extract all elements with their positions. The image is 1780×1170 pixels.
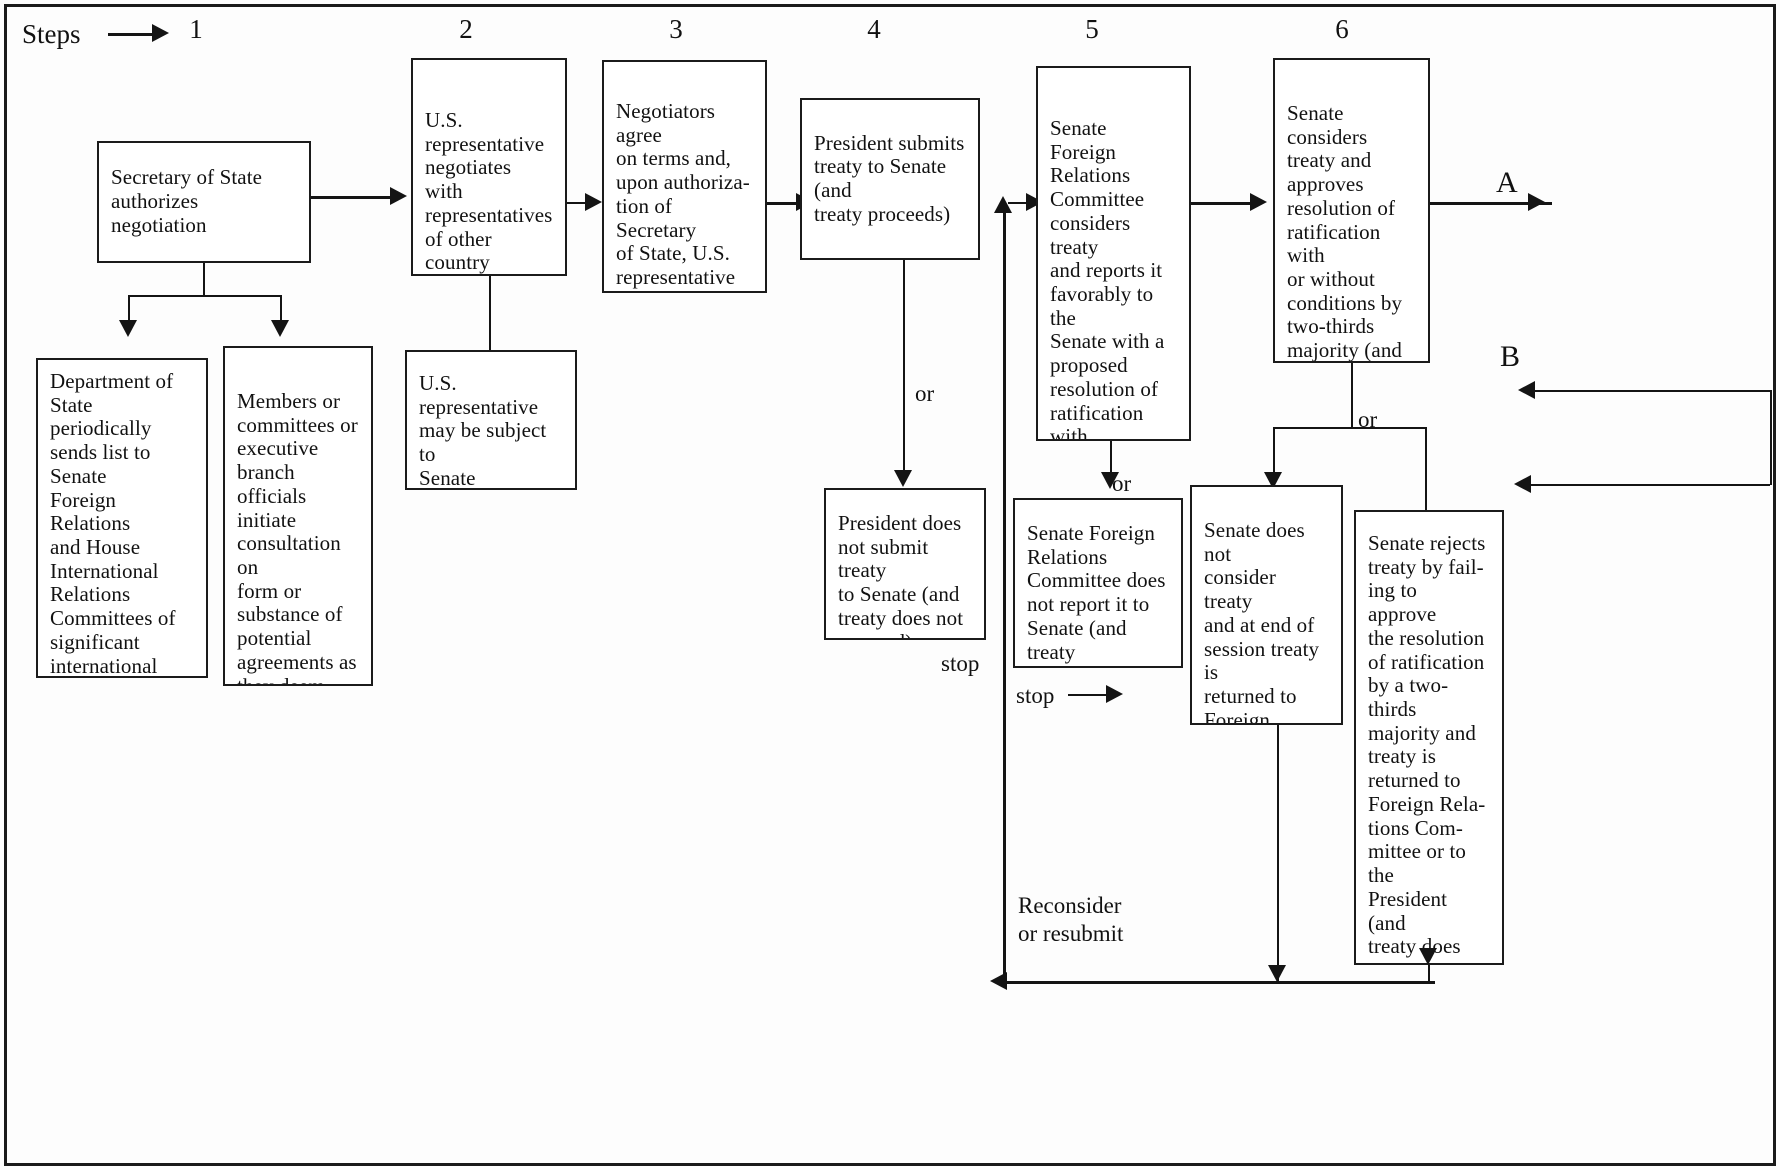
arrow-step1-to-sub-right <box>271 320 289 337</box>
arrow-step6-to-alt-left <box>1264 472 1282 489</box>
step-number-6: 6 <box>1335 14 1349 44</box>
connector-alt-right-return-drop <box>1428 965 1430 982</box>
connector-bottom-return-rail <box>1000 981 1435 984</box>
arrow-step1-to-sub-left <box>119 320 137 337</box>
connector-step5-to-step6 <box>1191 202 1252 205</box>
box-step1-dept-of-state-list-text: Department of State periodically sends l… <box>50 369 176 678</box>
box-step4-president-submits: President submits treaty to Senate (and … <box>800 98 980 260</box>
box-step6-senate-approves-text: Senate considers treaty and approves res… <box>1287 101 1403 363</box>
arrow-feedback-riser-head <box>994 196 1012 213</box>
box-step2-us-rep-negotiates-text: U.S. representative negotiates with repr… <box>425 108 553 275</box>
box-step5-committee-reports-favorably-text: Senate Foreign Relations Committee consi… <box>1050 116 1165 441</box>
connector-step1-left-drop <box>128 295 130 322</box>
arrow-branch-b <box>1518 381 1535 399</box>
box-step2-senate-confirmation-text: U.S. representative may be subject to Se… <box>419 371 547 490</box>
arrow-step5-to-alt <box>1101 472 1119 489</box>
arrow-branch-a <box>1528 193 1545 211</box>
box-step6-senate-rejects-treaty-text: Senate rejects treaty by fail- ing to ap… <box>1368 531 1486 963</box>
box-step5-committee-does-not-report: Senate Foreign Relations Committee does … <box>1013 498 1183 668</box>
box-step1-members-consultation-text: Members or committees or executive branc… <box>237 389 358 686</box>
step-number-5: 5 <box>1085 14 1099 44</box>
step-number-1: 1 <box>189 14 203 44</box>
connector-step6-split <box>1273 427 1425 429</box>
arrow-bottom-return-rail <box>990 972 1007 990</box>
arrow-branch-b-return <box>1514 475 1531 493</box>
arrow-step1-to-step2 <box>390 187 407 205</box>
box-step1-secretary-authorizes: Secretary of State authorizes negotiatio… <box>97 141 311 263</box>
arrow-step2-to-step3 <box>585 193 602 211</box>
connector-branch-b-return <box>1520 484 1770 486</box>
connector-step6-stem <box>1351 363 1353 428</box>
box-step1-secretary-authorizes-text: Secretary of State authorizes negotiatio… <box>111 165 263 237</box>
steps-legend-label: Steps <box>22 19 81 49</box>
connector-stop-step5-arrow-line <box>1068 694 1108 696</box>
label-stop-step4: stop <box>941 651 980 676</box>
arrow-step5-to-step6 <box>1250 193 1267 211</box>
page-border <box>4 4 1776 1166</box>
box-step6-senate-does-not-consider: Senate does not consider treaty and at e… <box>1190 485 1343 725</box>
connector-step6-to-branch-a <box>1430 202 1552 205</box>
label-branch-a: A <box>1496 166 1518 199</box>
box-step6-senate-rejects-treaty: Senate rejects treaty by fail- ing to ap… <box>1354 510 1504 965</box>
box-step2-us-rep-negotiates: U.S. representative negotiates with repr… <box>411 58 567 276</box>
steps-legend-arrow-head <box>152 24 169 42</box>
connector-alt-left-return-drop <box>1277 725 1279 982</box>
connector-branch-b-line <box>1524 390 1772 392</box>
box-step3-negotiators-agree-text: Negotiators agree on terms and, upon aut… <box>616 99 750 291</box>
label-branch-b: B <box>1500 340 1521 373</box>
arrow-alt-left-return <box>1268 965 1286 982</box>
box-step4-president-does-not-submit-text: President does not submit treaty to Sena… <box>838 511 964 638</box>
box-step1-members-consultation: Members or committees or executive branc… <box>223 346 373 686</box>
arrow-step4-to-alt <box>894 470 912 487</box>
box-step1-dept-of-state-list: Department of State periodically sends l… <box>36 358 208 678</box>
connector-step6-alt-left-drop <box>1273 427 1275 477</box>
connector-step5-to-alt <box>1110 441 1112 477</box>
connector-step2-to-step3 <box>567 202 587 204</box>
label-or-step5: or <box>1112 471 1132 496</box>
steps-legend-arrow-line <box>108 33 154 36</box>
box-step6-senate-does-not-consider-text: Senate does not consider treaty and at e… <box>1204 518 1320 725</box>
box-step2-senate-confirmation: U.S. representative may be subject to Se… <box>405 350 577 490</box>
box-step6-senate-approves: Senate considers treaty and approves res… <box>1273 58 1430 363</box>
label-reconsider-resubmit: Reconsider or resubmit <box>1018 893 1124 946</box>
step-number-3: 3 <box>669 14 683 44</box>
step-number-2: 2 <box>459 14 473 44</box>
connector-step6-alt-right-drop <box>1425 427 1427 515</box>
connector-step2-to-sub <box>489 276 491 350</box>
box-step4-president-submits-text: President submits treaty to Senate (and … <box>814 130 965 226</box>
connector-branch-b-drop <box>1770 390 1772 485</box>
connector-step1-to-step2 <box>311 196 392 199</box>
label-stop-step5: stop <box>1016 683 1055 708</box>
connector-step1-stem <box>203 263 205 296</box>
connector-step4-to-step5 <box>1008 202 1033 204</box>
connector-feedback-riser <box>1003 212 1006 982</box>
box-step4-president-does-not-submit: President does not submit treaty to Sena… <box>824 488 986 640</box>
connector-step3-to-step4 <box>767 202 798 205</box>
box-step5-committee-reports-favorably: Senate Foreign Relations Committee consi… <box>1036 66 1191 441</box>
arrow-alt-right-return <box>1419 948 1437 965</box>
box-step5-committee-does-not-report-text: Senate Foreign Relations Committee does … <box>1027 521 1166 666</box>
label-or-step4: or <box>915 381 935 406</box>
step-number-4: 4 <box>867 14 881 44</box>
connector-step4-to-alt <box>903 260 905 475</box>
box-step3-negotiators-agree: Negotiators agree on terms and, upon aut… <box>602 60 767 293</box>
arrow-stop-step5 <box>1106 685 1123 703</box>
connector-step1-split <box>128 295 281 297</box>
label-or-step6: or <box>1358 407 1378 432</box>
connector-step1-right-drop <box>280 295 282 322</box>
